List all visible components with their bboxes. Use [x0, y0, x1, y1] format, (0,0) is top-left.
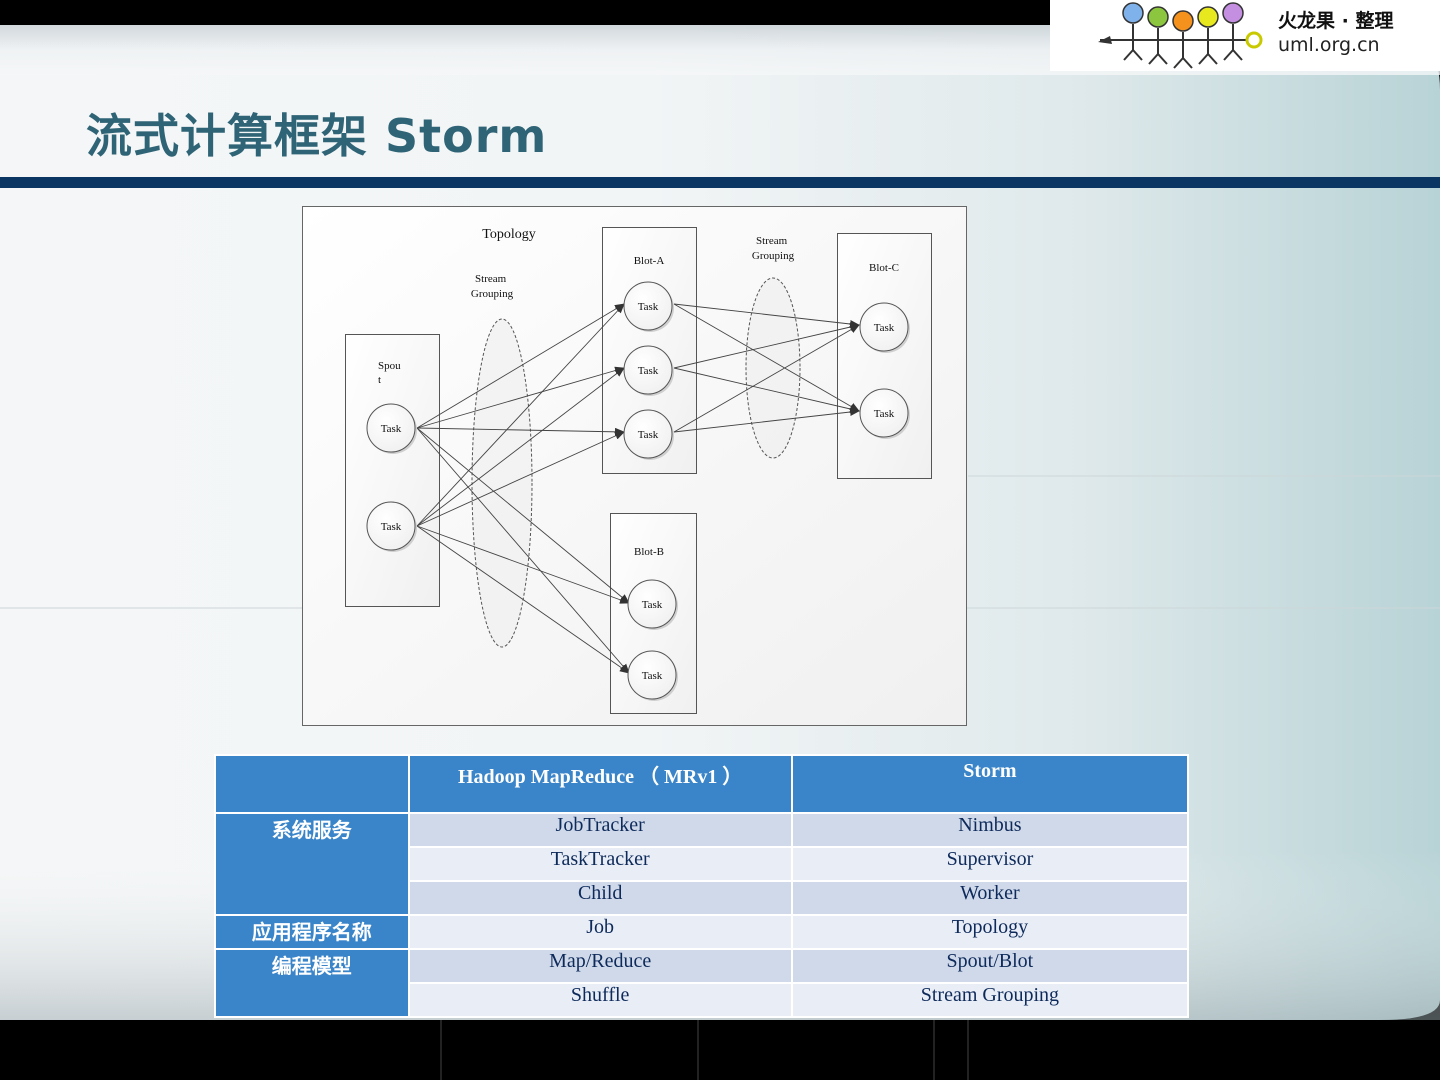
logo-brand-text: 火龙果 · 整理	[1278, 10, 1394, 32]
stream-arrows	[416, 303, 860, 674]
table-cell: Child	[407, 880, 793, 916]
blot-a-task-3: Task	[623, 409, 674, 460]
table-row: Shuffle Stream Grouping	[215, 982, 1190, 1018]
table-cell: TaskTracker	[407, 846, 793, 882]
task-nodes: Task Task Task Task Task	[366, 281, 910, 701]
logo: 火龙果 · 整理 uml.org.cn	[1050, 0, 1440, 71]
table-cell: Spout/Blot	[790, 948, 1190, 984]
table-header-hadoop: Hadoop MapReduce （ MRv1 ）	[407, 754, 793, 814]
table-row: Child Worker	[215, 880, 1190, 916]
blot-b-task-1: Task	[627, 579, 678, 630]
blot-a-task-1: Task	[623, 281, 674, 332]
table-cell: Nimbus	[790, 812, 1190, 848]
svg-text:Task: Task	[642, 670, 663, 682]
blot-b-label: Blot-B	[634, 546, 664, 558]
topology-label: Topology	[482, 227, 535, 242]
blot-a-label: Blot-A	[634, 255, 665, 267]
logo-url-text: uml.org.cn	[1278, 34, 1380, 56]
blot-a-task-2: Task	[623, 345, 674, 396]
table-header-storm: Storm	[790, 754, 1190, 814]
blot-b-task-2: Task	[627, 650, 678, 701]
stream-grouping-label-1: Stream Grouping	[471, 273, 514, 300]
row-group-label-system-services: 系统服务	[214, 812, 410, 916]
table-row: 系统服务 JobTracker Nimbus	[214, 812, 1190, 916]
table-cell: Supervisor	[790, 846, 1190, 882]
spout-task-2: Task	[366, 501, 417, 552]
table-row: TaskTracker Supervisor	[215, 846, 1190, 882]
table-header-empty	[214, 754, 410, 814]
row-group-label-application-name: 应用程序名称	[214, 914, 410, 950]
spout-label: Spou t	[378, 360, 403, 386]
table-cell: Stream Grouping	[790, 982, 1190, 1018]
table-cell: JobTracker	[407, 812, 793, 848]
table-row: 应用程序名称 Job Topology	[214, 914, 1190, 950]
svg-text:Task: Task	[638, 301, 659, 313]
table-row: 编程模型 Map/Reduce Spout/Blot	[214, 948, 1190, 1018]
table-cell: Worker	[790, 880, 1190, 916]
slide-title: 流式计算框架 Storm	[86, 109, 548, 163]
stick-figures-logo-icon	[1098, 2, 1263, 69]
svg-text:Task: Task	[381, 423, 402, 435]
stream-grouping-ellipse-1	[471, 318, 533, 648]
svg-text:Task: Task	[642, 599, 663, 611]
svg-text:Task: Task	[638, 365, 659, 377]
svg-text:Task: Task	[874, 408, 895, 420]
table-cell: Map/Reduce	[407, 948, 793, 984]
svg-text:Task: Task	[381, 521, 402, 533]
table-header-row: Hadoop MapReduce （ MRv1 ） Storm	[214, 754, 1190, 814]
table-cell: Job	[407, 914, 793, 950]
spout-task-1: Task	[366, 403, 417, 454]
table-cell: Shuffle	[407, 982, 793, 1018]
blot-c-label: Blot-C	[869, 262, 899, 274]
table-cell: Topology	[790, 914, 1190, 950]
stream-grouping-label-2: Stream Grouping	[752, 235, 795, 262]
svg-text:Task: Task	[638, 429, 659, 441]
storm-topology-diagram: Topology Stream Grouping Stream Grouping…	[302, 206, 967, 726]
comparison-table: Hadoop MapReduce （ MRv1 ） Storm 系统服务 Job…	[214, 754, 1190, 1018]
blot-c-task-2: Task	[859, 388, 910, 439]
stream-grouping-ellipse-2	[745, 277, 801, 459]
svg-text:Task: Task	[874, 322, 895, 334]
row-group-label-programming-model: 编程模型	[214, 948, 410, 1018]
blot-c-task-1: Task	[859, 302, 910, 353]
spout-box	[345, 334, 440, 607]
